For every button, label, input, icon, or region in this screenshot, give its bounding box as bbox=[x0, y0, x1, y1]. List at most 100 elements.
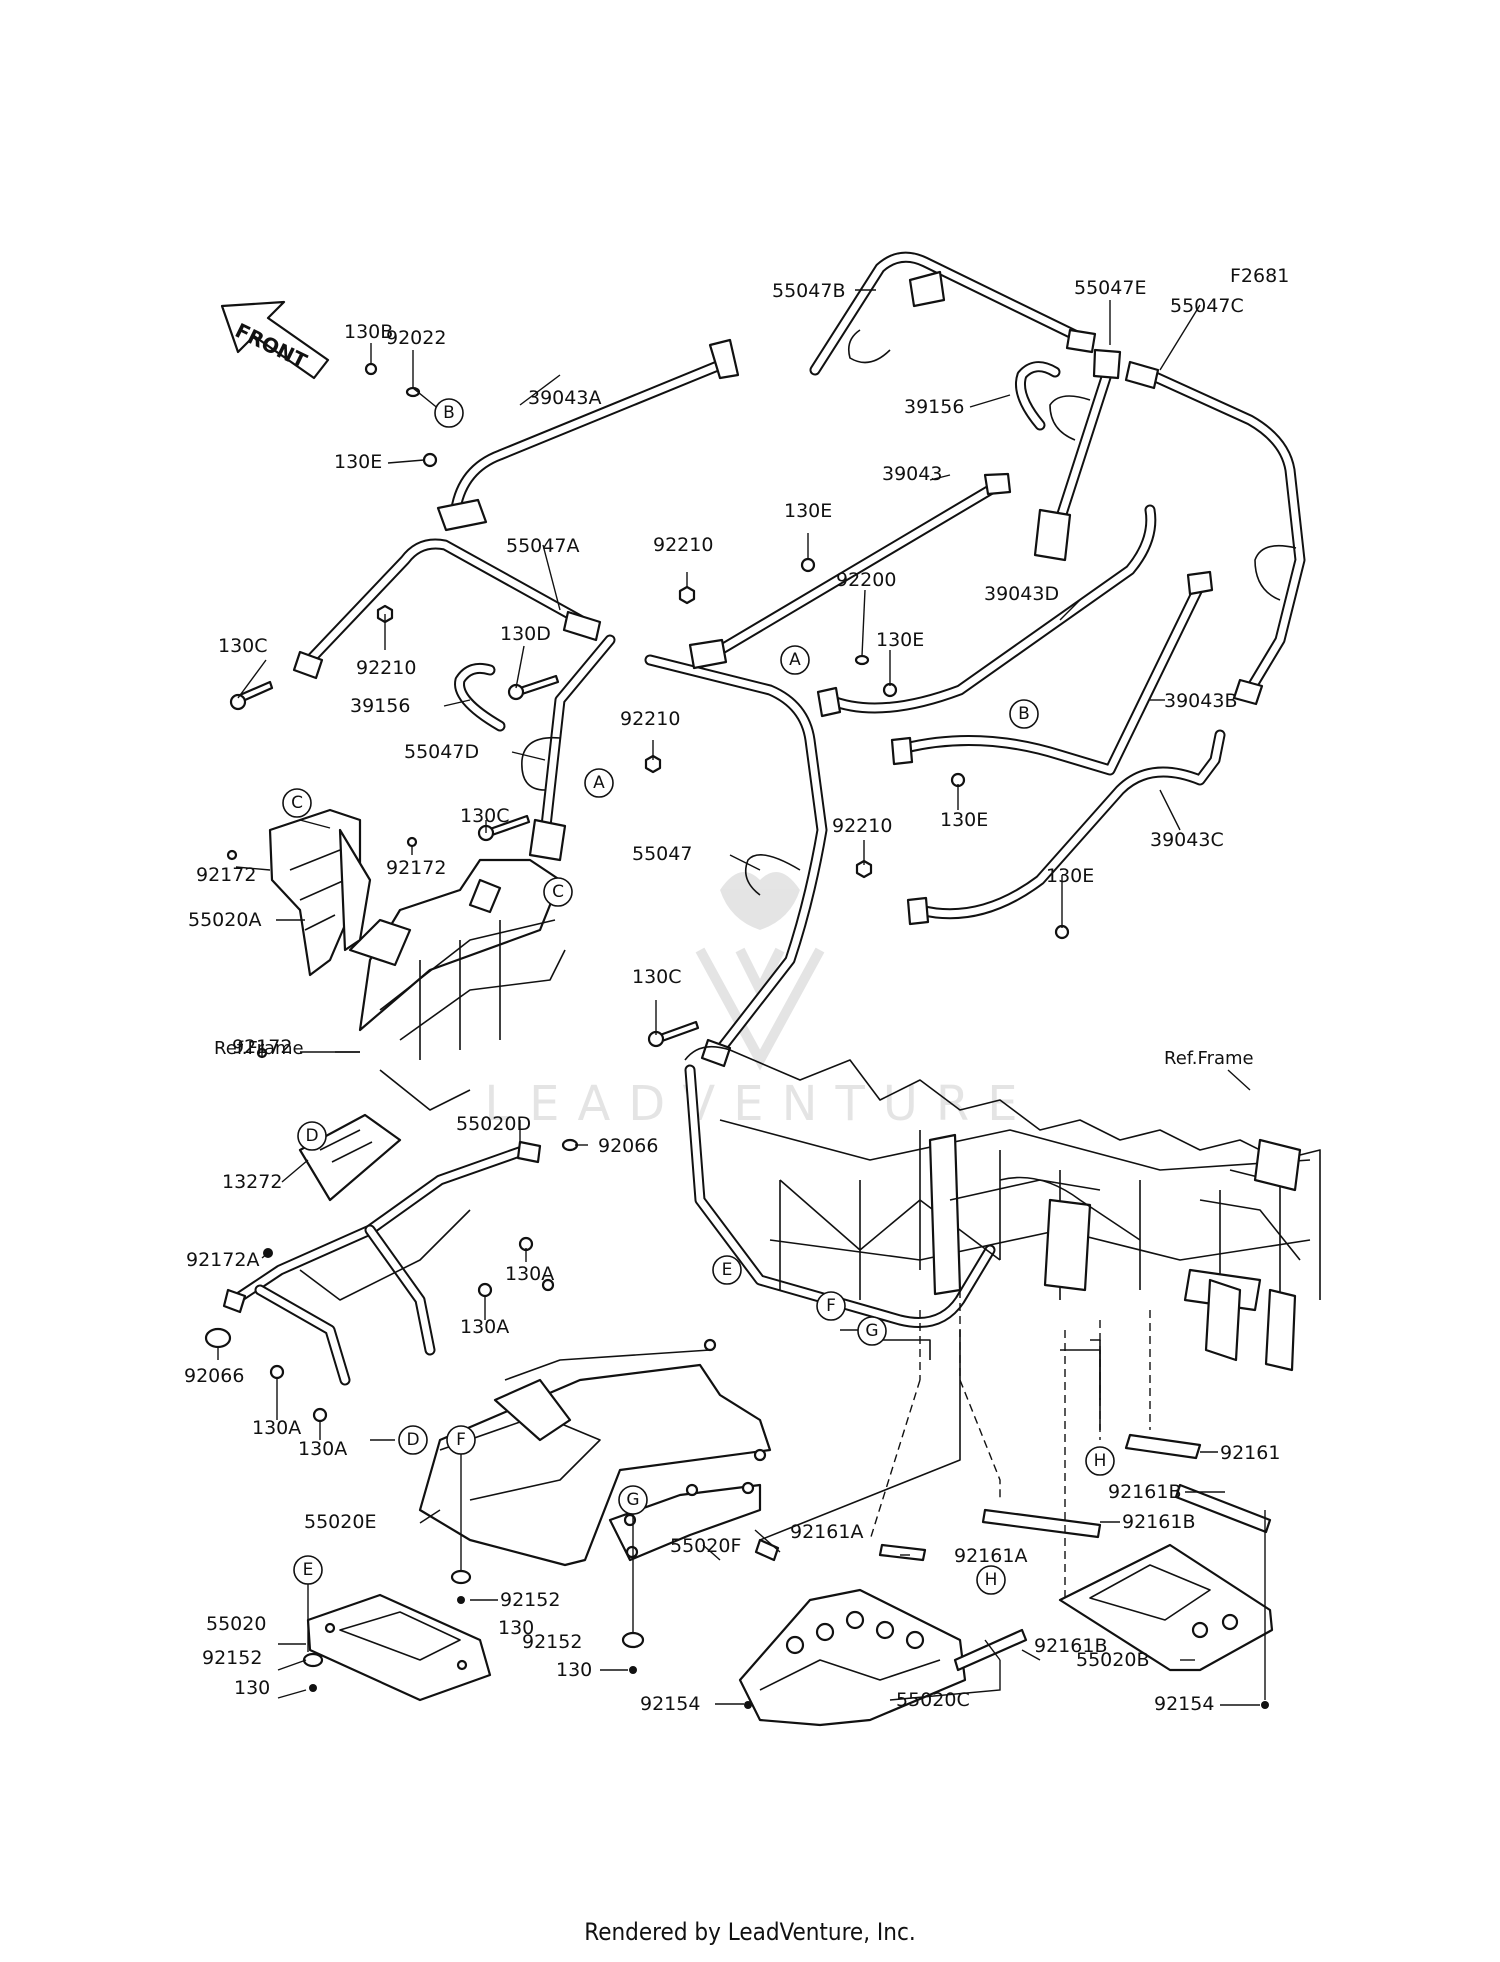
front-guard-55020a bbox=[268, 808, 372, 977]
label-130-b: 130 bbox=[556, 1659, 592, 1681]
label-92161b-b: 92161B bbox=[1108, 1481, 1181, 1503]
label-39043d: 39043D bbox=[984, 583, 1059, 605]
roll-cage-hoop-55047 bbox=[644, 654, 828, 1068]
label-39043b: 39043B bbox=[1164, 690, 1237, 712]
label-130a-a: 130A bbox=[505, 1263, 554, 1285]
label-55020b: 55020B bbox=[1076, 1649, 1149, 1671]
callout-a-text: A bbox=[789, 650, 801, 670]
label-92154-b: 92154 bbox=[1154, 1693, 1214, 1715]
label-92210-b: 92210 bbox=[356, 657, 416, 679]
label-55020a: 55020A bbox=[188, 909, 261, 931]
label-92210-c: 92210 bbox=[620, 708, 680, 730]
label-92210-d: 92210 bbox=[832, 815, 892, 837]
callout-b-text: B bbox=[1018, 704, 1030, 724]
callout-b-1: B bbox=[434, 398, 464, 428]
callout-d-2: D bbox=[398, 1425, 428, 1455]
label-55047a: 55047A bbox=[506, 535, 579, 557]
callout-b-text: B bbox=[443, 403, 455, 423]
label-130a-b: 130A bbox=[460, 1316, 509, 1338]
callout-e-text: E bbox=[722, 1260, 733, 1280]
label-92172-b: 92172 bbox=[386, 857, 446, 879]
label-130-a: 130 bbox=[498, 1617, 534, 1639]
label-55047: 55047 bbox=[632, 843, 692, 865]
callout-g-text: G bbox=[626, 1490, 639, 1510]
label-39156-b: 39156 bbox=[904, 396, 964, 418]
front-direction-arrow: FRONT bbox=[220, 300, 330, 380]
grab-handle-39156-right bbox=[1015, 361, 1061, 431]
label-55020d: 55020D bbox=[456, 1113, 531, 1135]
label-55020e: 55020E bbox=[304, 1511, 376, 1533]
label-92161b-c: 92161B bbox=[1122, 1511, 1195, 1533]
skid-plate-55020b bbox=[1058, 1543, 1274, 1672]
label-92200: 92200 bbox=[836, 569, 896, 591]
leader-lines bbox=[217, 289, 1266, 1706]
part-labels: 130B 92022 39043A 130E 55047A 92210 130C… bbox=[184, 277, 1280, 1715]
callout-b-2: B bbox=[1009, 699, 1039, 729]
callout-d-1: D bbox=[297, 1121, 327, 1151]
label-130e-a: 130E bbox=[334, 451, 382, 473]
callout-e-text: E bbox=[303, 1560, 314, 1580]
skid-plate-55020c bbox=[738, 1588, 967, 1727]
label-55020: 55020 bbox=[206, 1613, 266, 1635]
skid-plate-55020 bbox=[306, 1593, 492, 1702]
callout-f-1: F bbox=[816, 1291, 846, 1321]
callout-f-2: F bbox=[446, 1425, 476, 1455]
label-55047d: 55047D bbox=[404, 741, 479, 763]
label-92066-a: 92066 bbox=[598, 1135, 658, 1157]
grab-handle-39156-left bbox=[454, 662, 506, 732]
callout-h-2: H bbox=[976, 1565, 1006, 1595]
footer-credit: Rendered by LeadVenture, Inc. bbox=[584, 1918, 916, 1946]
roll-cage-upright-55047d bbox=[521, 634, 616, 862]
label-130c-a: 130C bbox=[218, 635, 268, 657]
label-ref-frame-right: Ref.Frame bbox=[1164, 1048, 1254, 1069]
callout-h-1: H bbox=[1085, 1446, 1115, 1476]
label-13272: 13272 bbox=[222, 1171, 282, 1193]
label-130c-b: 130C bbox=[460, 805, 510, 827]
callout-d-text: D bbox=[305, 1126, 318, 1146]
label-92066-b: 92066 bbox=[184, 1365, 244, 1387]
label-130e-e: 130E bbox=[1046, 865, 1094, 887]
label-130c-c: 130C bbox=[632, 966, 682, 988]
callout-a-1: A bbox=[584, 768, 614, 798]
label-92022: 92022 bbox=[386, 327, 446, 349]
callout-c-2: C bbox=[543, 877, 573, 907]
label-39043a: 39043A bbox=[528, 387, 601, 409]
label-92152-b: 92152 bbox=[522, 1631, 582, 1653]
label-55047c: 55047C bbox=[1170, 295, 1244, 317]
skid-plate-55020f bbox=[608, 1481, 762, 1562]
label-92152-c: 92152 bbox=[202, 1647, 262, 1669]
skid-plate-13272 bbox=[298, 1113, 402, 1202]
skid-plate-55020e bbox=[418, 1278, 772, 1567]
label-130e-c: 130E bbox=[876, 629, 924, 651]
label-39156-a: 39156 bbox=[350, 695, 410, 717]
callout-g-text: G bbox=[865, 1321, 878, 1341]
cross-brace-39043b bbox=[890, 570, 1214, 776]
cross-brace-39043d bbox=[816, 504, 1157, 718]
roll-cage-rear-55047b bbox=[809, 251, 1097, 376]
cross-brace-39043 bbox=[688, 472, 1012, 670]
label-92161a-a: 92161A bbox=[790, 1521, 863, 1543]
label-130a-c: 130A bbox=[252, 1417, 301, 1439]
label-55047b: 55047B bbox=[772, 280, 845, 302]
callout-g-2: G bbox=[618, 1485, 648, 1515]
label-92161: 92161 bbox=[1220, 1442, 1280, 1464]
callout-e-1: E bbox=[712, 1255, 742, 1285]
label-ref-frame-left: Ref.Frame bbox=[214, 1038, 304, 1059]
roll-cage-rear-hoop-55047c bbox=[1124, 360, 1306, 706]
callout-e-2: E bbox=[293, 1555, 323, 1585]
label-92210-a: 92210 bbox=[653, 534, 713, 556]
roll-cage-front-hoop-55047a bbox=[292, 538, 602, 680]
label-130a-d: 130A bbox=[298, 1438, 347, 1460]
roll-bar-39043a bbox=[436, 338, 740, 532]
watermark: LEADVENTURE bbox=[484, 872, 1018, 1132]
label-92154-a: 92154 bbox=[640, 1693, 700, 1715]
strip-92161 bbox=[754, 1433, 1272, 1672]
callout-a-2: A bbox=[780, 645, 810, 675]
label-55047e: 55047E bbox=[1074, 277, 1146, 299]
label-92172-a: 92172 bbox=[196, 864, 256, 886]
label-92172a: 92172A bbox=[186, 1249, 259, 1271]
callout-h-text: H bbox=[1094, 1451, 1107, 1471]
assembly-guide-lines bbox=[759, 1290, 1151, 1600]
callout-a-text: A bbox=[593, 773, 605, 793]
